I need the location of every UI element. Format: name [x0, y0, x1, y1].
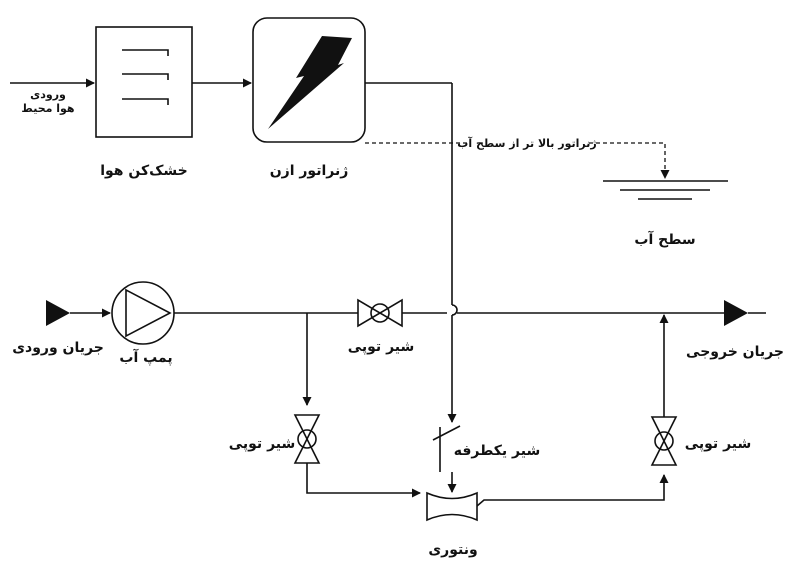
water-pump-label: پمپ آب — [119, 348, 172, 366]
ozone-generator-label: ژنراتور ازن — [270, 163, 349, 179]
water-pump-circle — [111, 281, 175, 345]
input-flow-label: جریان ورودی — [12, 340, 104, 356]
dryer-tray-3 — [122, 98, 169, 105]
generator-note-label: ژنراتور بالا تر از سطح آب — [457, 136, 596, 150]
water-level-label: سطح آب — [634, 230, 695, 248]
ball-valve-top-left — [357, 298, 382, 328]
check-valve-symbol — [432, 425, 461, 472]
dryer-tray-1 — [122, 49, 169, 56]
ball-valve-left-ball — [297, 429, 317, 449]
ball-valve-top-label: شیر توپی — [348, 339, 415, 355]
ozone-generator-box — [252, 17, 366, 143]
input-flow-arrow — [46, 300, 70, 326]
output-flow-label: جریان خروجی — [686, 344, 784, 360]
ball-valve-right-label: شیر توپی — [685, 436, 752, 452]
lightning-bolt-icon — [268, 36, 352, 129]
ball-valve-left-top — [293, 414, 321, 441]
venturi-symbol — [426, 491, 478, 522]
air-dryer-label: خشک‌کن هوا — [100, 163, 188, 179]
air-dryer-box — [95, 26, 193, 138]
dryer-tray-2 — [122, 73, 169, 80]
bypass-to-venturi-line — [306, 463, 421, 498]
output-flow-arrow — [724, 300, 748, 326]
air-input-label-2: هوا محیط — [21, 102, 74, 115]
ball-valve-right-bottom — [650, 439, 678, 466]
height-reference-line — [365, 142, 670, 179]
venturi-label: ونتوری — [428, 542, 477, 558]
ozone-line-crossover — [451, 304, 458, 316]
pump-triangle-icon — [125, 288, 172, 338]
air-input-label-1: ورودی — [30, 88, 66, 101]
check-valve-label: شیر یکطرفه — [454, 443, 540, 459]
generator-note-bg — [468, 135, 586, 151]
venturi-to-right-valve-line — [476, 474, 669, 507]
ball-valve-left-label: شیر توپی — [229, 436, 296, 452]
ball-valve-top-ball — [370, 303, 390, 323]
ball-valve-right-ball — [654, 431, 674, 451]
